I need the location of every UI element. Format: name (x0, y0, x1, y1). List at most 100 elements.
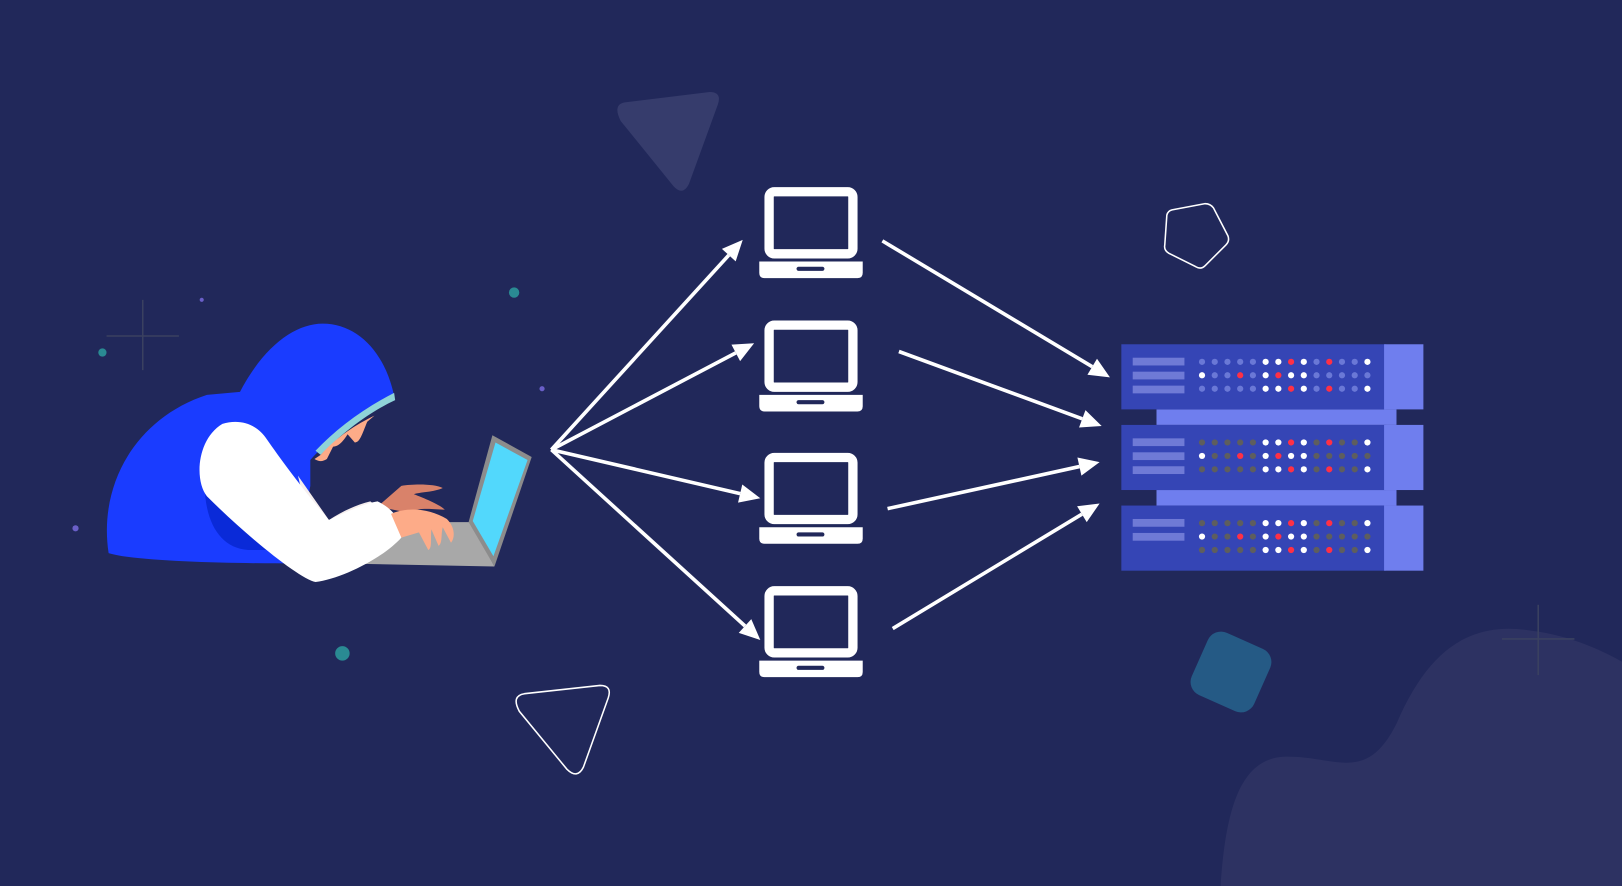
server-led (1364, 385, 1371, 392)
server-led (1351, 372, 1358, 379)
arrow-head-icon (1077, 503, 1100, 523)
server-led (1300, 533, 1307, 540)
server-led (1198, 439, 1206, 446)
server-led (1275, 439, 1282, 446)
laptop-trackpad-slot (796, 665, 825, 670)
server-led (1313, 520, 1320, 527)
laptop-icon (759, 187, 863, 279)
plus-sign-decoration (1502, 604, 1575, 676)
server-label-bar (1132, 518, 1185, 527)
server-unit-cap (1384, 505, 1424, 571)
server-label-bar (1132, 371, 1185, 380)
server-led (1211, 520, 1218, 527)
server-unit (1121, 344, 1424, 410)
server-led (1338, 372, 1346, 379)
server-connector (1156, 490, 1397, 506)
server-led (1262, 533, 1269, 540)
server-led (1338, 439, 1346, 446)
server-led (1224, 466, 1231, 473)
arrow-head-icon (721, 239, 743, 262)
laptop-trackpad-slot (796, 532, 825, 537)
server-led (1338, 466, 1346, 473)
server-led (1287, 385, 1295, 392)
server-led (1249, 372, 1257, 379)
server-led (1237, 439, 1244, 446)
server-led (1275, 358, 1282, 365)
server-led (1351, 439, 1358, 446)
server-led (1275, 546, 1282, 554)
arrow-head-icon (1079, 410, 1102, 428)
server-led (1198, 452, 1206, 460)
server-led (1351, 466, 1358, 473)
server-led (1287, 520, 1295, 527)
server-unit (1121, 424, 1424, 491)
server-led (1262, 358, 1269, 365)
server-led (1351, 452, 1358, 460)
arrow-head-icon (738, 619, 761, 640)
server-unit-cap (1384, 344, 1424, 410)
teal-dot (335, 646, 350, 661)
server-led (1224, 533, 1231, 540)
server-led (1300, 520, 1307, 527)
purple-dot (72, 525, 79, 532)
server-led (1326, 385, 1333, 392)
server-led (1275, 385, 1282, 392)
server-led (1262, 466, 1269, 473)
server-led (1237, 385, 1244, 392)
server-led (1237, 546, 1244, 554)
outline-pentagon-shape (1163, 202, 1230, 269)
server-led (1262, 385, 1269, 392)
server-led (1326, 466, 1333, 473)
laptop-trackpad-slot (796, 400, 825, 405)
server-led (1338, 358, 1346, 365)
server-led (1198, 546, 1206, 554)
arrow-shaft (550, 351, 737, 452)
server-led (1313, 439, 1320, 446)
server-label-bar (1132, 385, 1185, 394)
server-led (1249, 385, 1257, 392)
server-led (1351, 533, 1358, 540)
server-led (1338, 533, 1346, 540)
arrow-shaft (550, 448, 747, 628)
server-label-bar (1132, 438, 1185, 447)
front-hand (391, 509, 454, 551)
laptop-icon (759, 586, 863, 678)
arrow-shaft (891, 512, 1083, 631)
server-led (1364, 439, 1371, 446)
server-led (1275, 466, 1282, 473)
server-led (1198, 466, 1206, 473)
server-led (1224, 372, 1231, 379)
server-led (1224, 546, 1231, 554)
server-led (1287, 439, 1295, 446)
server-led (1249, 439, 1257, 446)
server-label-bar (1132, 532, 1185, 541)
server-led (1198, 372, 1206, 379)
arrow-head-icon (1077, 457, 1100, 476)
plus-sign-decoration (106, 299, 179, 371)
server-led (1351, 546, 1358, 554)
server-led (1275, 533, 1282, 540)
purple-dot (199, 297, 204, 302)
purple-dot (539, 386, 545, 392)
server-led (1237, 533, 1244, 540)
server-led (1364, 372, 1371, 379)
teal-rounded-square-shape (1190, 631, 1272, 713)
server-led (1300, 372, 1307, 379)
server-led (1351, 520, 1358, 527)
server-led (1313, 385, 1320, 392)
teal-dot (98, 348, 107, 357)
arrow-shaft (887, 464, 1080, 511)
server-led (1287, 358, 1295, 365)
laptop-trackpad-slot (796, 266, 825, 271)
server-led (1249, 452, 1257, 460)
arrow-shaft (550, 253, 731, 451)
server-led (1262, 372, 1269, 379)
server-led (1262, 452, 1269, 460)
arrow-head-icon (738, 484, 761, 503)
server-led (1326, 358, 1333, 365)
background-blob (1220, 628, 1622, 886)
arrow-head-icon (731, 343, 755, 362)
back-hand (377, 484, 445, 513)
server-led (1338, 452, 1346, 460)
